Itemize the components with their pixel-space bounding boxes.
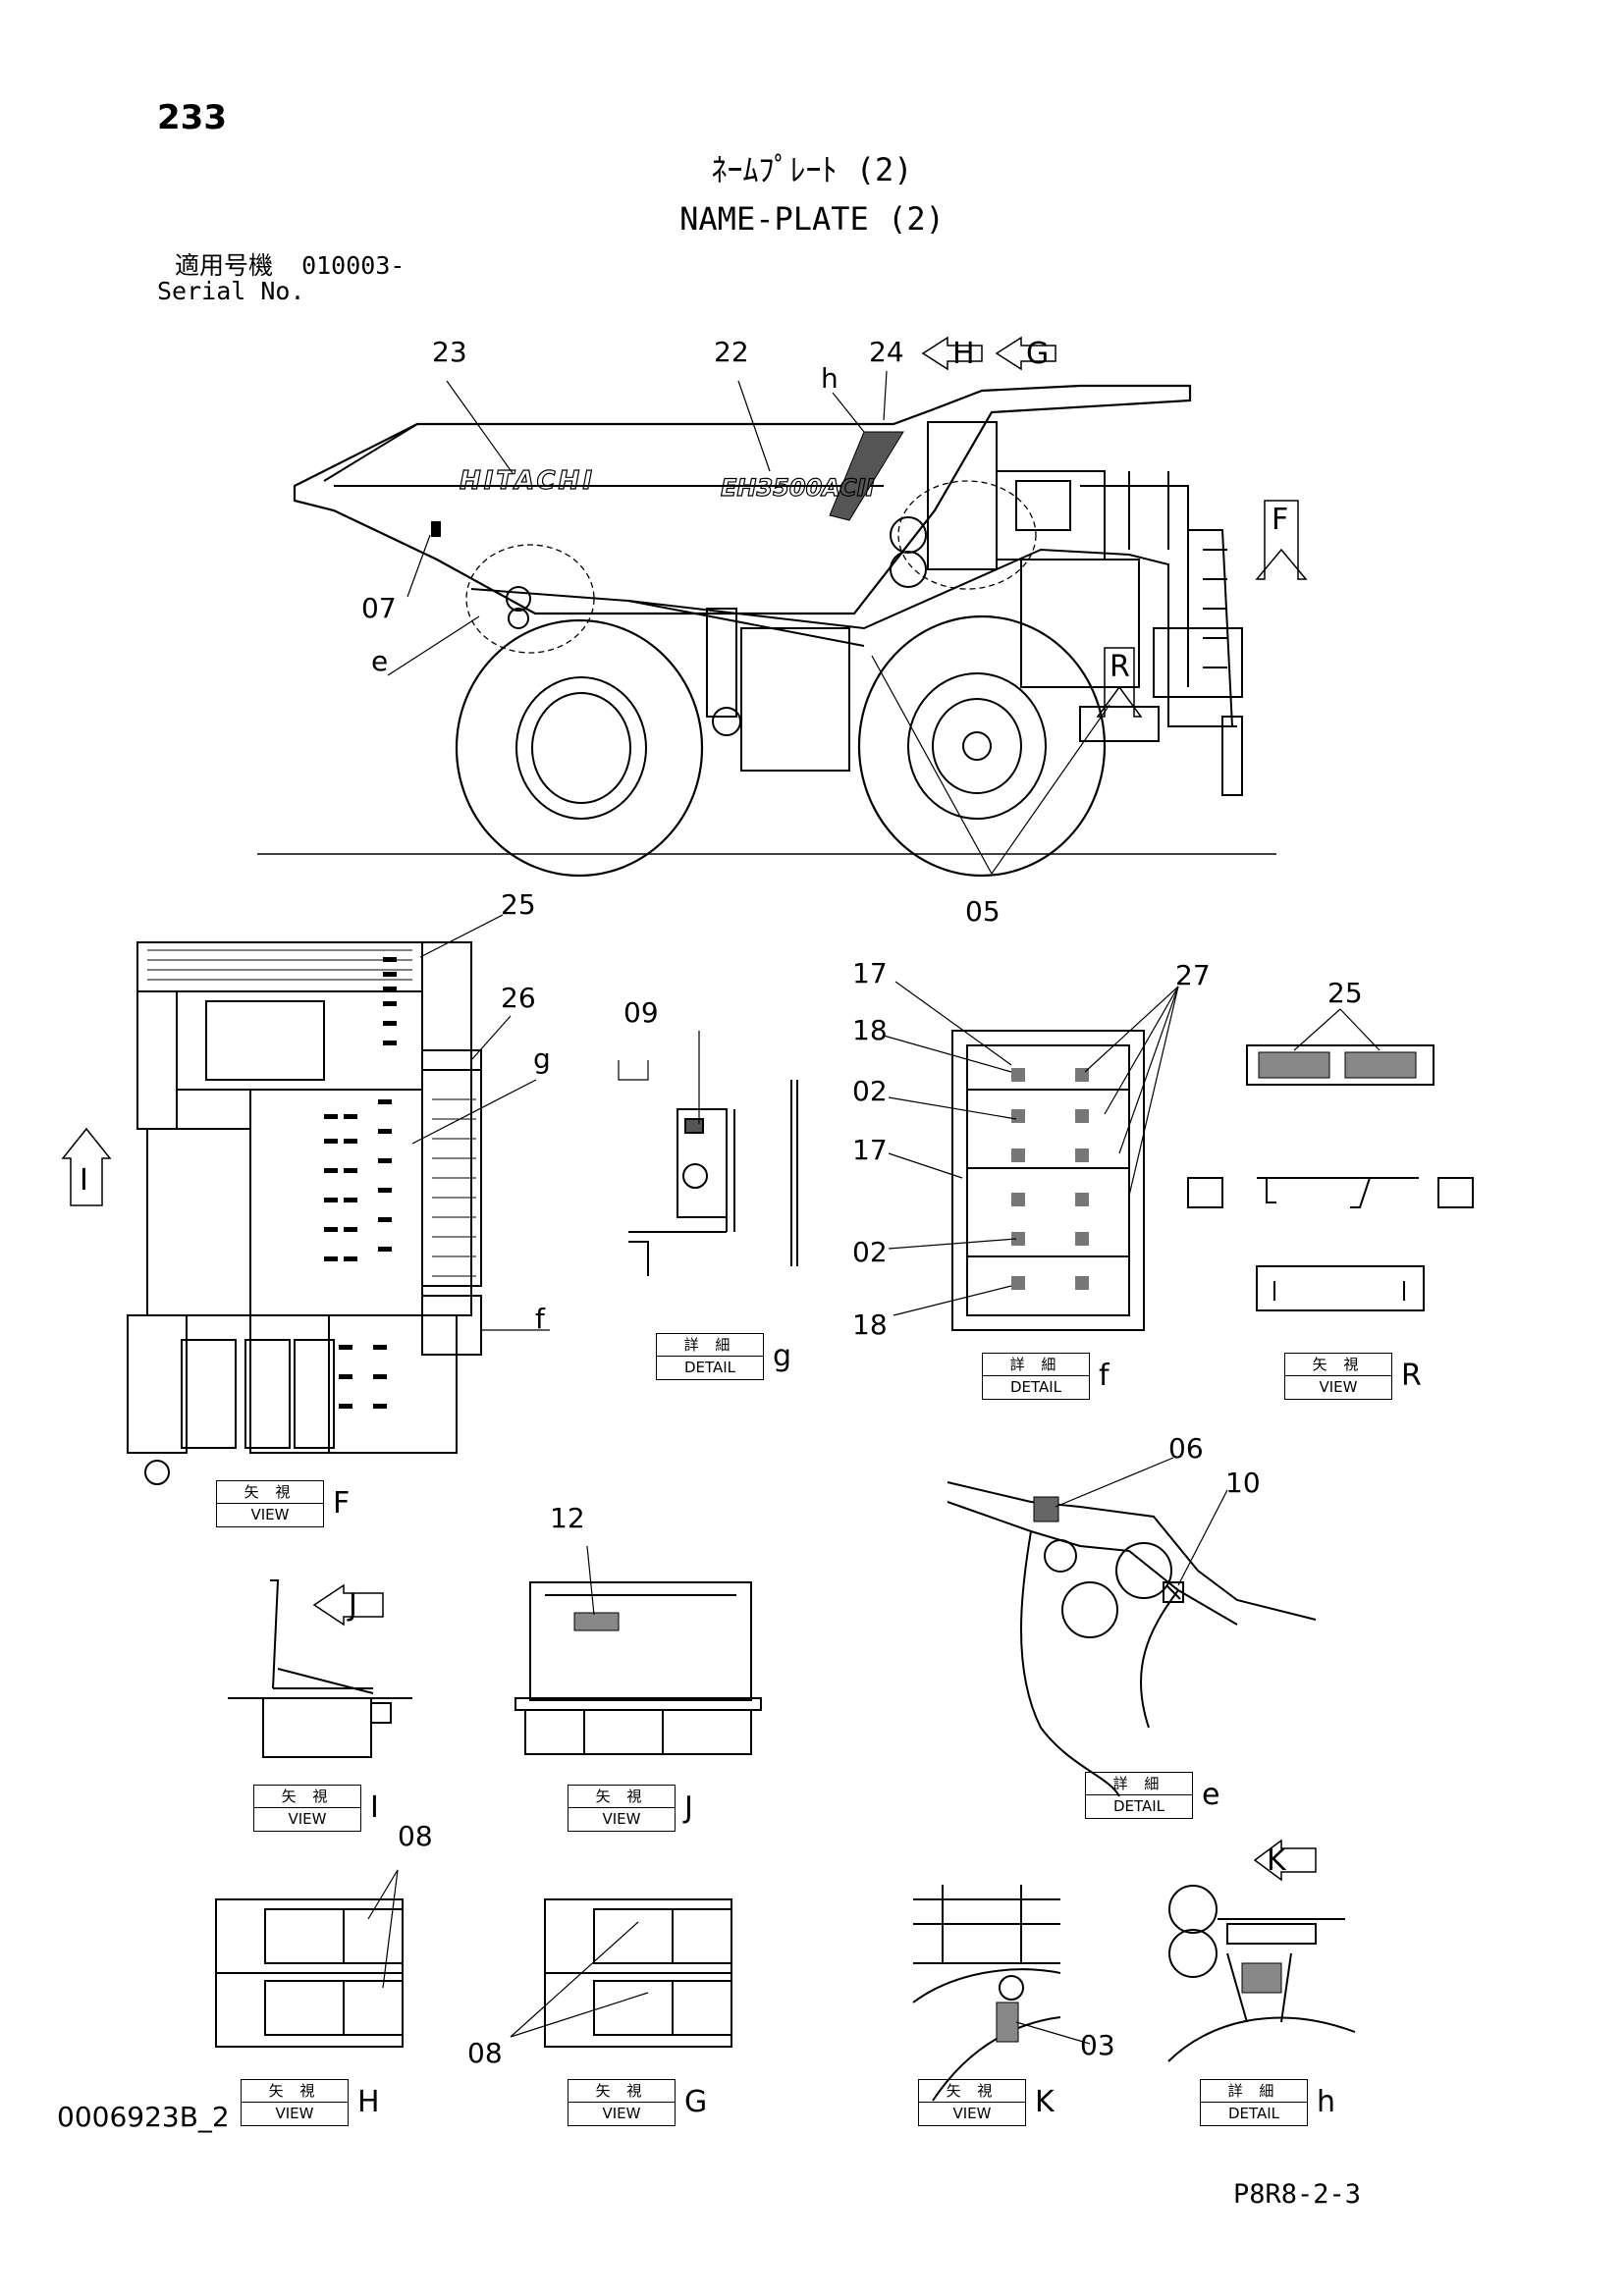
arrow-label-k: K (1267, 1843, 1286, 1878)
callout-27: 27 (1175, 959, 1211, 991)
callout-03: 03 (1080, 2029, 1115, 2061)
view-arrow-f (1255, 500, 1308, 580)
view-r-drawing (1187, 1008, 1474, 1311)
view-k-drawing (912, 1885, 1091, 2102)
view-h-drawing (215, 1869, 404, 2048)
serial-value: 010003- (301, 251, 406, 280)
arrow-label-g: G (1026, 337, 1050, 371)
title-english: NAME-PLATE (2) (679, 200, 945, 238)
truck-model-text: EH3500ACII (721, 474, 875, 502)
truck-brand-text: HITACHI (460, 466, 595, 496)
dump-truck-side-view: HITACHI EH3500ACII (257, 384, 1276, 878)
callout-18-top: 18 (852, 1014, 888, 1046)
callout-17-top: 17 (852, 957, 888, 989)
callout-06: 06 (1168, 1432, 1204, 1465)
detail-g-drawing (618, 1031, 798, 1276)
callout-25-left: 25 (501, 888, 536, 921)
leader-lines-main (387, 370, 1110, 875)
arrow-label-h: H (952, 337, 975, 371)
arrow-label-i: I (80, 1163, 88, 1198)
view-g-drawing (510, 1898, 732, 2048)
view-arrow-h (921, 336, 983, 371)
callout-02-top: 02 (852, 1075, 888, 1107)
callout-05: 05 (965, 895, 1001, 928)
callout-09: 09 (623, 996, 659, 1029)
title-japanese: ﾈｰﾑﾌﾟﾚｰﾄ (2) (711, 151, 913, 188)
view-j-drawing (514, 1545, 762, 1755)
detail-e-drawing (947, 1457, 1317, 1797)
drawing-number: 0006923B_2 (57, 2101, 230, 2133)
view-arrow-g (995, 336, 1056, 371)
callout-17-bottom: 17 (852, 1134, 888, 1166)
callout-g: g (533, 1042, 551, 1075)
callout-24: 24 (869, 336, 904, 368)
arrow-label-f: F (1272, 503, 1289, 537)
detail-h-drawing (1167, 1885, 1356, 2062)
detail-f-drawing (883, 981, 1179, 1331)
callout-02-bottom: 02 (852, 1236, 888, 1268)
page-number: 233 (157, 98, 227, 137)
callout-22: 22 (714, 336, 749, 368)
view-arrow-r (1096, 647, 1143, 718)
view-arrow-k (1253, 1839, 1317, 1882)
callout-h: h (821, 362, 839, 395)
serial-label-jp: 適用号機 010003- (175, 251, 406, 280)
page-code: P8R8-2-3 (1233, 2179, 1362, 2210)
callout-23: 23 (432, 336, 467, 368)
callout-f: f (535, 1303, 545, 1335)
arrow-label-j: J (349, 1588, 357, 1623)
callout-18-bottom: 18 (852, 1308, 888, 1341)
callout-07: 07 (361, 592, 397, 624)
view-f-drawing (127, 914, 550, 1485)
arrow-label-r: R (1110, 650, 1130, 684)
view-arrow-i (61, 1127, 112, 1206)
callout-12: 12 (550, 1502, 585, 1534)
serial-label-en: Serial No. (157, 277, 305, 305)
callout-25-right: 25 (1327, 977, 1363, 1009)
callout-08-top: 08 (398, 1820, 433, 1852)
callout-e: e (371, 645, 389, 677)
view-arrow-j (312, 1583, 384, 1627)
callout-08-bottom: 08 (467, 2037, 503, 2069)
view-i-drawing (228, 1579, 412, 1758)
callout-26: 26 (501, 982, 536, 1014)
callout-10: 10 (1225, 1467, 1261, 1499)
